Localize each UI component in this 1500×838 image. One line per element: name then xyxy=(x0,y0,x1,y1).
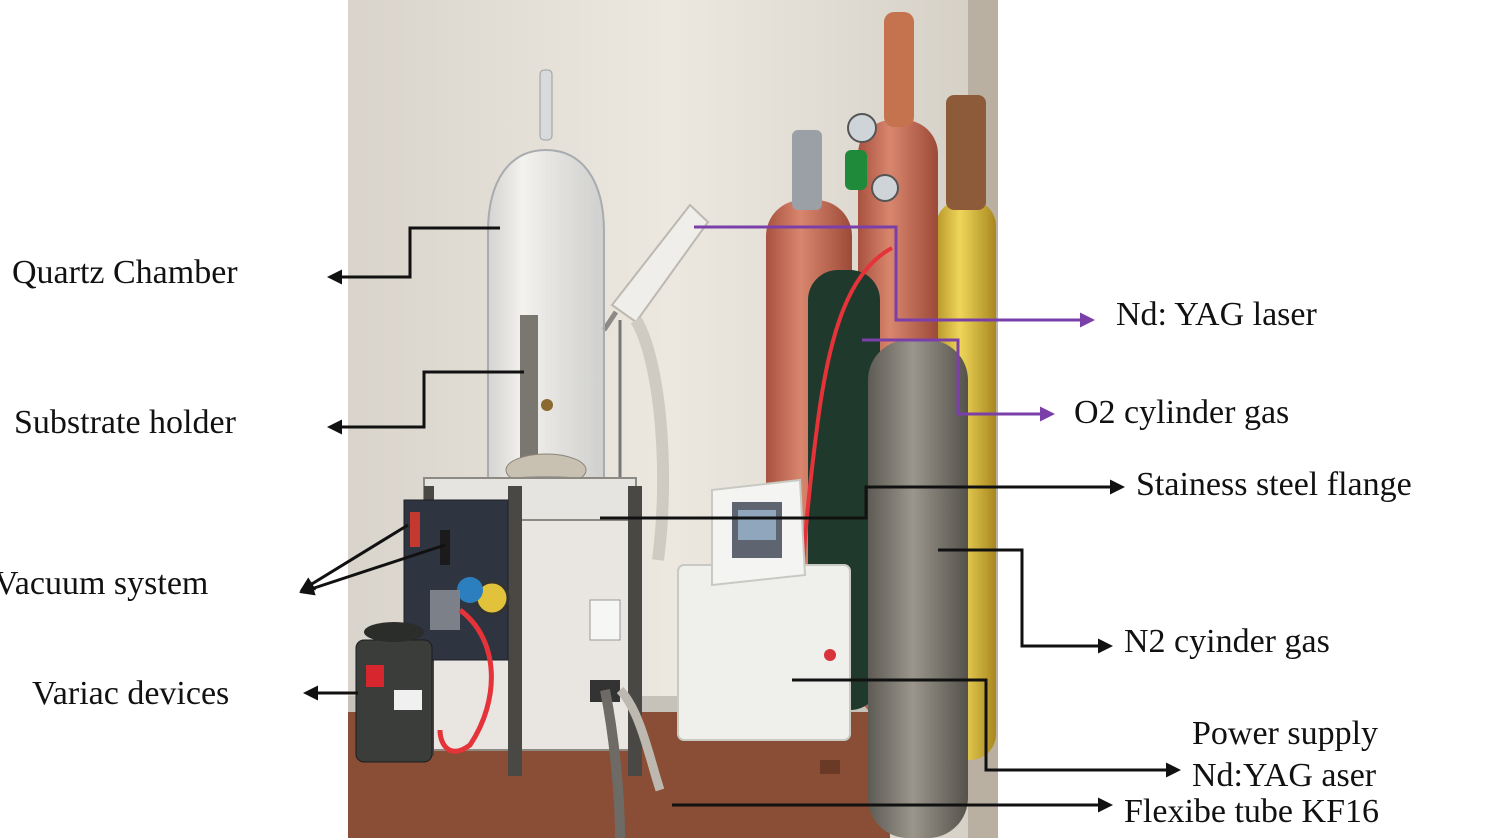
label-variac-devices: Variac devices xyxy=(32,675,230,712)
leader-vacuum-1 xyxy=(299,523,409,592)
label-flexible-tube: Flexibe tube KF16 xyxy=(1124,793,1379,830)
leader-quartz-chamber xyxy=(327,226,500,285)
laser-power-unit xyxy=(677,478,851,741)
label-vacuum-system: Vacuum system xyxy=(0,565,209,602)
label-substrate-holder: Substrate holder xyxy=(14,404,236,441)
laser-handpiece xyxy=(601,203,710,561)
leader-n2-cylinder xyxy=(938,548,1113,654)
n2-cylinder xyxy=(868,340,968,838)
callout-lines xyxy=(299,225,1181,813)
label-n2-cylinder: N2 cyinder gas xyxy=(1124,623,1330,660)
label-power-supply-line2: Nd:YAG aser xyxy=(1192,757,1377,794)
leader-substrate-holder xyxy=(327,370,524,435)
photo-region xyxy=(348,0,998,838)
leader-o2-cylinder xyxy=(862,338,1055,422)
label-nd-yag-laser: Nd: YAG laser xyxy=(1116,296,1317,333)
leader-vacuum-2 xyxy=(299,543,446,596)
variac-device xyxy=(355,622,433,763)
leader-power-supply xyxy=(792,678,1181,778)
label-o2-cylinder: O2 cylinder gas xyxy=(1074,394,1290,431)
label-power-supply-line1: Power supply xyxy=(1192,715,1379,752)
label-steel-flange: Stainess steel flange xyxy=(1136,466,1412,503)
leader-steel-flange xyxy=(600,479,1125,520)
label-quartz-chamber: Quartz Chamber xyxy=(12,254,238,291)
leader-nd-yag-laser xyxy=(694,225,1095,328)
quartz-chamber xyxy=(487,69,605,487)
